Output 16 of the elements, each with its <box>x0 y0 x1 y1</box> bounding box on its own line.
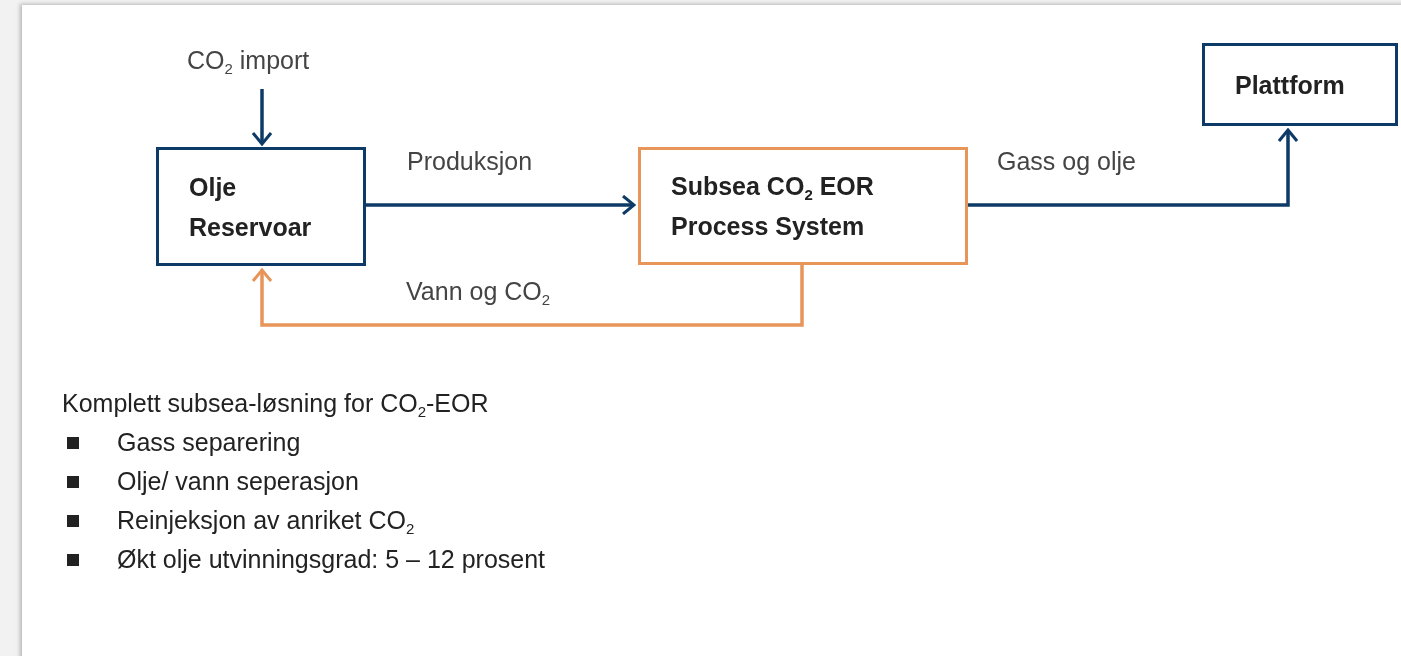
list-item: Olje/ vann seperasjon <box>117 466 359 496</box>
process-box <box>638 147 968 265</box>
arrow <box>366 194 636 216</box>
process-box <box>1202 43 1398 126</box>
list-item: Reinjeksjon av anriket CO$_{2}$ <box>117 505 415 535</box>
process-box <box>156 147 366 266</box>
box-label: Subsea CO$_{2}$ EOR Process System <box>671 171 875 242</box>
flow-label: CO$_{2}$ import <box>187 45 311 75</box>
box-label: Olje Reservoar <box>189 171 313 243</box>
box-label: Plattform <box>1235 69 1346 101</box>
list-heading: Komplett subsea-løsning for CO$_{2}$-EOR <box>62 388 489 418</box>
list-item: Gass separering <box>117 427 301 457</box>
arrow <box>251 89 273 146</box>
arrow <box>251 265 804 327</box>
arrow <box>968 128 1299 207</box>
list-item: Økt olje utvinningsgrad: 5 – 12 prosent <box>117 544 546 574</box>
